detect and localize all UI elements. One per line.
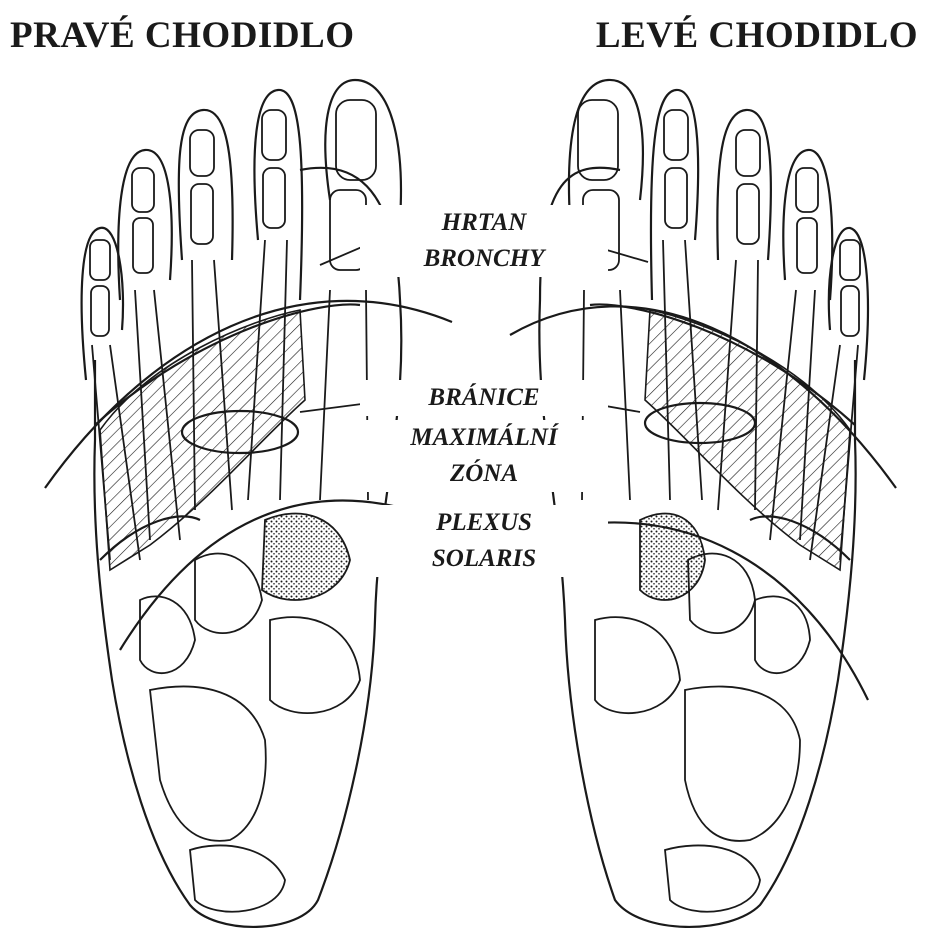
label-max-zone-line2: ZÓNA: [364, 456, 604, 492]
toe-outline: [829, 228, 868, 380]
label-larynx-bronchi: HRTAN BRONCHY: [360, 205, 608, 277]
toe-outline: [717, 110, 771, 260]
label-bronchi: BRONCHY: [364, 241, 604, 277]
label-plexus-line2: SOLARIS: [364, 541, 604, 577]
label-max-zone-line1: MAXIMÁLNÍ: [364, 420, 604, 456]
label-diaphragm-text: BRÁNICE: [364, 380, 604, 416]
toe-outline: [118, 150, 171, 300]
label-plexus-line1: PLEXUS: [364, 505, 604, 541]
title-left-foot: LEVÉ CHODIDLO: [596, 14, 918, 57]
toe-outline: [179, 110, 233, 260]
toe-outline: [783, 150, 832, 300]
label-max-zone: MAXIMÁLNÍ ZÓNA: [360, 420, 608, 492]
toe-outline: [651, 90, 698, 300]
label-larynx: HRTAN: [364, 205, 604, 241]
label-diaphragm: BRÁNICE: [360, 380, 608, 416]
label-plexus: PLEXUS SOLARIS: [360, 505, 608, 577]
tarsals: [595, 513, 810, 911]
title-right-foot: PRAVÉ CHODIDLO: [10, 14, 355, 57]
toe-outline: [82, 228, 123, 380]
tarsals: [140, 513, 360, 911]
